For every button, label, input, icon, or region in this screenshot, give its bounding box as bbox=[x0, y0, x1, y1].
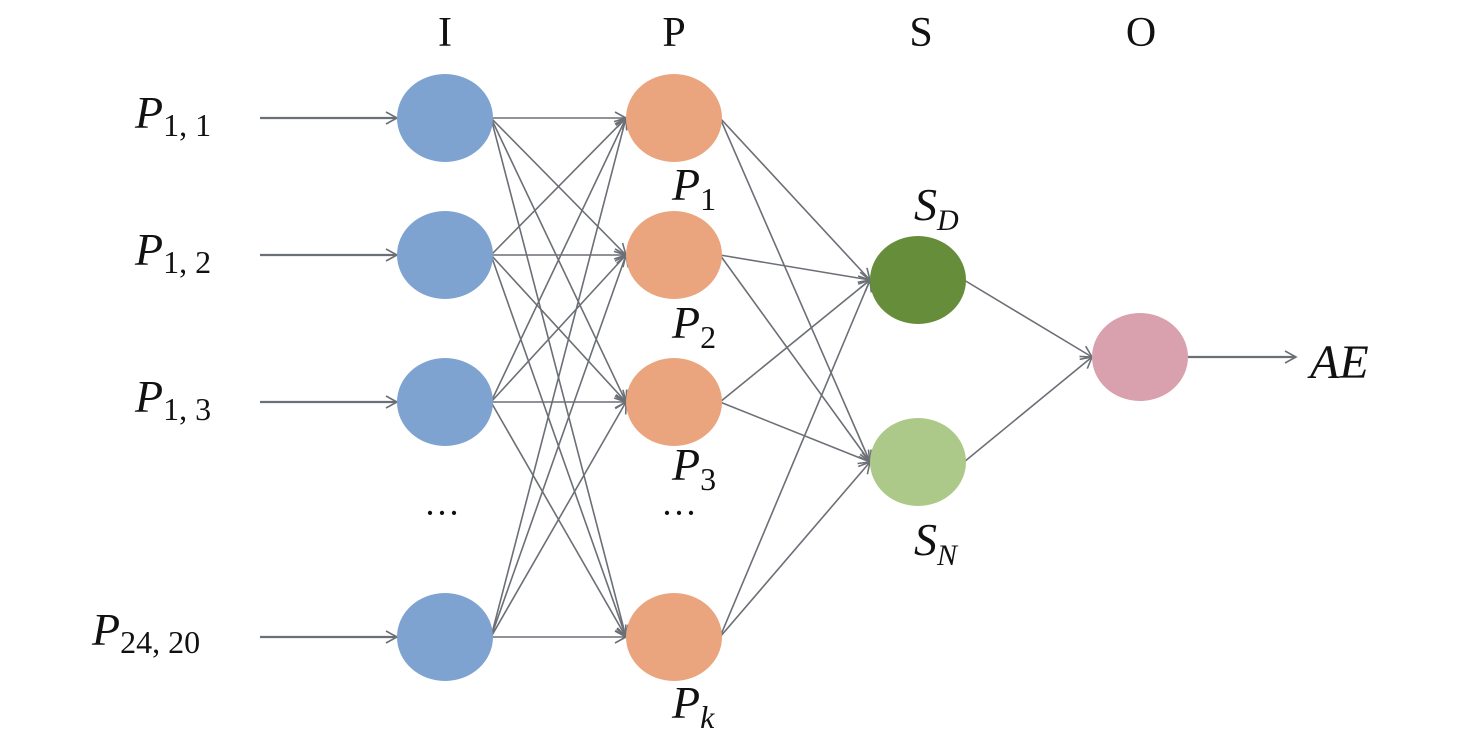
s-node-1 bbox=[870, 236, 966, 324]
s-node-label-d: SD bbox=[914, 179, 959, 237]
p-node-label-3: P3 bbox=[671, 439, 716, 497]
edge-p1-s1 bbox=[719, 117, 872, 282]
edge-p2-s2 bbox=[719, 254, 871, 464]
p-node-label-k: Pk bbox=[671, 677, 715, 735]
p-ellipsis: ··· bbox=[661, 493, 697, 533]
input-label-4: P24, 20 bbox=[91, 604, 200, 660]
s-node-2 bbox=[870, 418, 966, 506]
edge-i3-p1 bbox=[490, 116, 628, 403]
input-ellipsis: ··· bbox=[424, 493, 460, 533]
output-label: AE bbox=[1307, 336, 1369, 389]
p-node-label-2: P2 bbox=[671, 297, 716, 355]
p-node-2 bbox=[626, 211, 722, 299]
edge-i2-p1 bbox=[490, 116, 628, 256]
output-node bbox=[1092, 313, 1188, 401]
input-node-3 bbox=[397, 358, 493, 446]
edges-group bbox=[260, 111, 1298, 644]
input-label-1: P1, 1 bbox=[134, 87, 211, 143]
edge-i4-p1 bbox=[490, 116, 630, 638]
input-label-3: P1, 3 bbox=[134, 371, 211, 427]
edge-i4-p2 bbox=[490, 253, 629, 638]
layer-label-p: P bbox=[662, 10, 685, 56]
layer-label-o: O bbox=[1126, 10, 1156, 56]
edge-p4-s2 bbox=[719, 460, 872, 638]
layer-label-i: I bbox=[438, 10, 452, 56]
p-node-3 bbox=[626, 358, 722, 446]
input-node-4 bbox=[397, 593, 493, 681]
edge-i4-p3 bbox=[490, 400, 627, 638]
edge-p2-s1 bbox=[719, 254, 872, 285]
p-node-4 bbox=[626, 593, 722, 681]
edge-i3-p2 bbox=[490, 253, 628, 403]
input-label-2: P1, 2 bbox=[134, 224, 211, 280]
input-node-2 bbox=[397, 211, 493, 299]
edge-p3-s1 bbox=[719, 278, 872, 403]
edge-p4-s1 bbox=[719, 278, 873, 638]
p-node-1 bbox=[626, 74, 722, 162]
edge-p1-s2 bbox=[719, 117, 872, 464]
input-node-1 bbox=[397, 74, 493, 162]
nodes-group bbox=[397, 74, 1188, 681]
layer-label-s: S bbox=[909, 10, 932, 56]
edge-p3-s2 bbox=[719, 401, 872, 465]
s-node-label-n: SN bbox=[914, 514, 959, 572]
edge-s2-o bbox=[963, 355, 1094, 463]
edge-s1-o bbox=[963, 279, 1094, 358]
p-node-label-1: P1 bbox=[671, 159, 716, 217]
